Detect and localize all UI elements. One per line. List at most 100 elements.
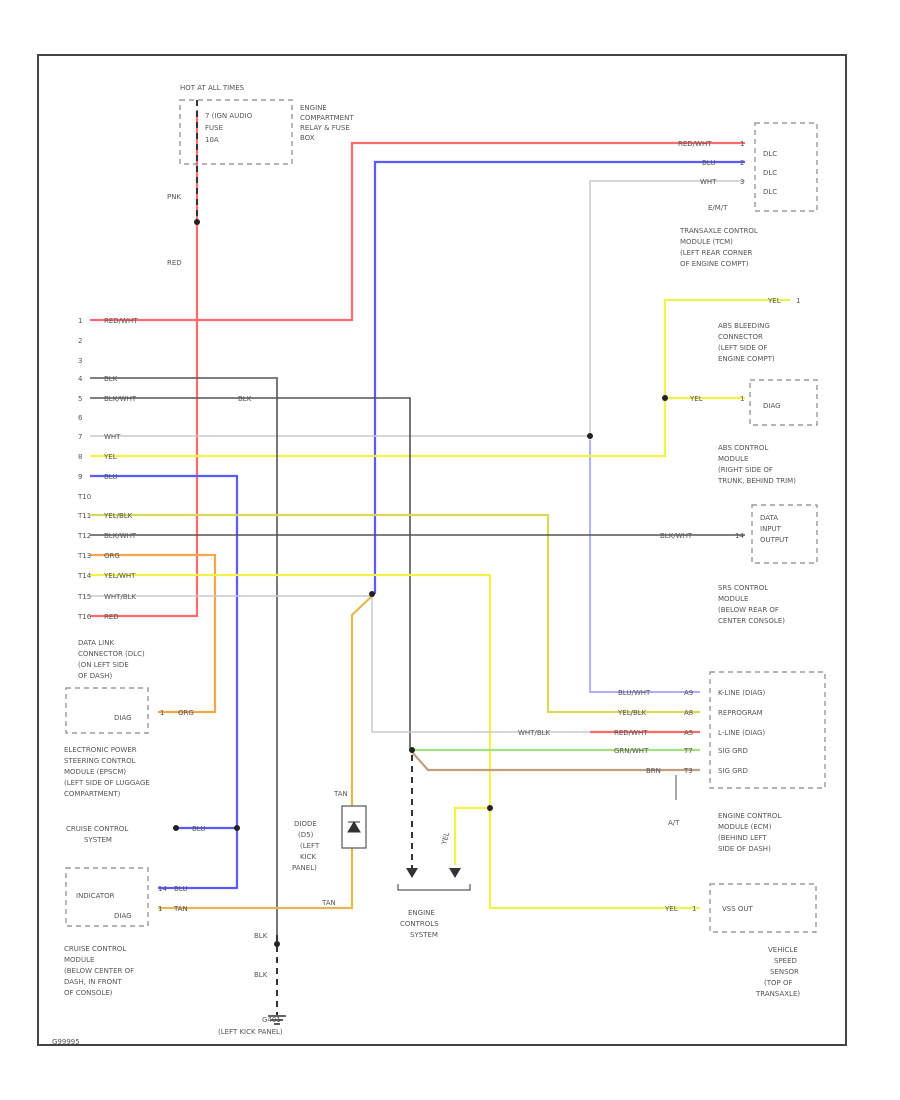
eps-label-line5: COMPARTMENT)	[64, 790, 121, 798]
wire-blu-tcm	[373, 160, 745, 594]
tcm-pin-num: 3	[740, 178, 744, 186]
engine-controls-line3: SYSTEM	[410, 931, 438, 939]
dlc-pin: T13	[77, 552, 91, 560]
wire-blu-wht-ecm	[589, 440, 700, 693]
tcm-label-line4: OF ENGINE COMPT)	[680, 260, 749, 268]
ecm-wire-label: GRN/WHT	[614, 747, 649, 755]
cruise-module-label-line3: (BELOW CENTER OF	[64, 967, 134, 975]
dlc-wire-label: WHT/BLK	[104, 593, 137, 601]
dlc-wire-label: YEL	[103, 453, 117, 461]
ecm-pin-label: REPROGRAM	[718, 709, 763, 717]
ecm-pin-num: T7	[683, 747, 693, 755]
dlc-pin: 1	[78, 317, 82, 325]
dlc-pin-list: 1 2 3 4 5 6 7 8 9 T10 T11 T12 T13 T14 T1…	[77, 317, 92, 621]
ecm-wire-label: YEL/BLK	[617, 709, 647, 717]
arrow-down-icon	[406, 868, 418, 878]
engine-controls-bracket	[397, 884, 471, 891]
diode-label-line2: (D5)	[298, 831, 314, 839]
ecm-pin-num: T3	[683, 767, 693, 775]
diagram-frame	[37, 54, 847, 1046]
fuse-hot-label: HOT AT ALL TIMES	[180, 84, 245, 92]
abs-connector-wire: YEL	[767, 297, 781, 305]
dlc-pin: T16	[77, 613, 92, 621]
dlc-pin: 6	[78, 414, 83, 422]
cruise-module-pin-num: 1	[158, 905, 162, 913]
abs-connector-label-line1: ABS BLEEDING	[718, 322, 770, 330]
dlc-pin: 7	[78, 433, 82, 441]
diode-label-line4: KICK	[300, 853, 317, 861]
ecm-label-line2: MODULE (ECM)	[718, 823, 772, 831]
vss-pin-label: VSS OUT	[722, 905, 754, 913]
srs-pin: 14	[735, 532, 744, 540]
fuse-name-label: 7 (IGN AUDIO	[205, 112, 253, 120]
arrow-down-icon	[449, 868, 461, 878]
eps-wire: ORG	[178, 709, 194, 717]
wire-blk-dlc4	[90, 377, 278, 944]
eps-label-line3: MODULE (EPSCM)	[64, 768, 126, 776]
vss-label-line1: VEHICLE	[768, 946, 798, 954]
ground-icon	[268, 1015, 286, 1025]
ecm-pin-label: SIG GRD	[718, 747, 748, 755]
tcm-wire-label: RED/WHT	[678, 140, 712, 148]
ground-wire-bottom: BLK	[254, 971, 268, 979]
ground-label-line1: G401	[262, 1016, 281, 1024]
dlc-wire-label: ORG	[104, 552, 120, 560]
diode-icon	[347, 821, 361, 833]
ecm-label-line4: SIDE OF DASH)	[718, 845, 771, 853]
srs-box	[751, 504, 818, 564]
wire-brn-ecm	[411, 751, 700, 772]
fuse-box	[179, 99, 293, 165]
ecm-wire-label: BRN	[646, 767, 661, 775]
diode-wire-bottom: TAN	[321, 899, 336, 907]
srs-label-line4: CENTER CONSOLE)	[718, 617, 785, 625]
tcm-label-line1: TRANSAXLE CONTROL	[679, 227, 758, 235]
dlc-wire-label: RED/WHT	[104, 317, 138, 325]
dlc-label-line3: (ON LEFT SIDE	[78, 661, 129, 669]
fuse-location-line2: COMPARTMENT	[300, 114, 354, 122]
tcm-pin-label: DLC	[763, 150, 777, 158]
tcm-pin-num: 2	[740, 159, 744, 167]
ecm-wht-blk-label: WHT/BLK	[518, 729, 551, 737]
wire-wht-tcm	[589, 180, 745, 693]
engine-controls-line2: CONTROLS	[400, 920, 439, 928]
abs-module-box	[749, 379, 818, 426]
tcm-wire-label: WHT	[700, 178, 717, 186]
abs-module-pin: 1	[740, 395, 744, 403]
vss-box	[709, 883, 817, 933]
dlc-label-line1: DATA LINK	[78, 639, 114, 647]
abs-module-label-line3: (RIGHT SIDE OF	[718, 466, 773, 474]
splice-ground	[274, 941, 280, 947]
splice-dots	[173, 219, 668, 947]
splice-cruise	[234, 825, 240, 831]
fuse-label: FUSE	[205, 124, 223, 132]
vss-label-line4: (TOP OF	[764, 979, 793, 987]
engine-controls-wire: YEL	[440, 831, 451, 846]
dlc-pin: 4	[78, 375, 83, 383]
cruise-module-wire: TAN	[173, 905, 188, 913]
fuse-amps-label: 10A	[205, 136, 219, 144]
dlc-label-line2: CONNECTOR (DLC)	[78, 650, 145, 658]
dashed-lines	[196, 100, 413, 1015]
tcm-label-line3: (LEFT REAR CORNER	[680, 249, 753, 257]
dlc-wire-label: YEL/BLK	[103, 512, 133, 520]
ecm-at-note: A/T	[668, 819, 680, 827]
srs-wire: BLK/WHT	[660, 532, 693, 540]
dlc-pin: 2	[78, 337, 82, 345]
ecm-label-line3: (BEHIND LEFT	[718, 834, 767, 842]
ecm-pin-num: A5	[684, 729, 693, 737]
dlc-wire-labels: RED/WHT BLK BLK/WHT WHT YEL BLU YEL/BLK …	[103, 317, 138, 621]
diode-wire-top: TAN	[333, 790, 348, 798]
ecm-box	[709, 671, 826, 789]
splice-cruise-sys	[173, 825, 179, 831]
eps-label-line1: ELECTRONIC POWER	[64, 746, 137, 754]
cruise-module-pin-num: 14	[158, 885, 167, 893]
dlc-pin: T12	[77, 532, 91, 540]
cruise-module-pin-label: INDICATOR	[76, 892, 115, 900]
tcm-note: E/M/T	[708, 204, 728, 212]
dlc-wire-label: BLK/WHT	[104, 532, 137, 540]
srs-pin-label-1: DATA	[760, 514, 778, 522]
cruise-module-label-line1: CRUISE CONTROL	[64, 945, 126, 953]
splice-tan	[369, 591, 375, 597]
wire-label-pnk: PNK	[167, 193, 181, 201]
dlc-wire-label: BLK	[104, 375, 118, 383]
